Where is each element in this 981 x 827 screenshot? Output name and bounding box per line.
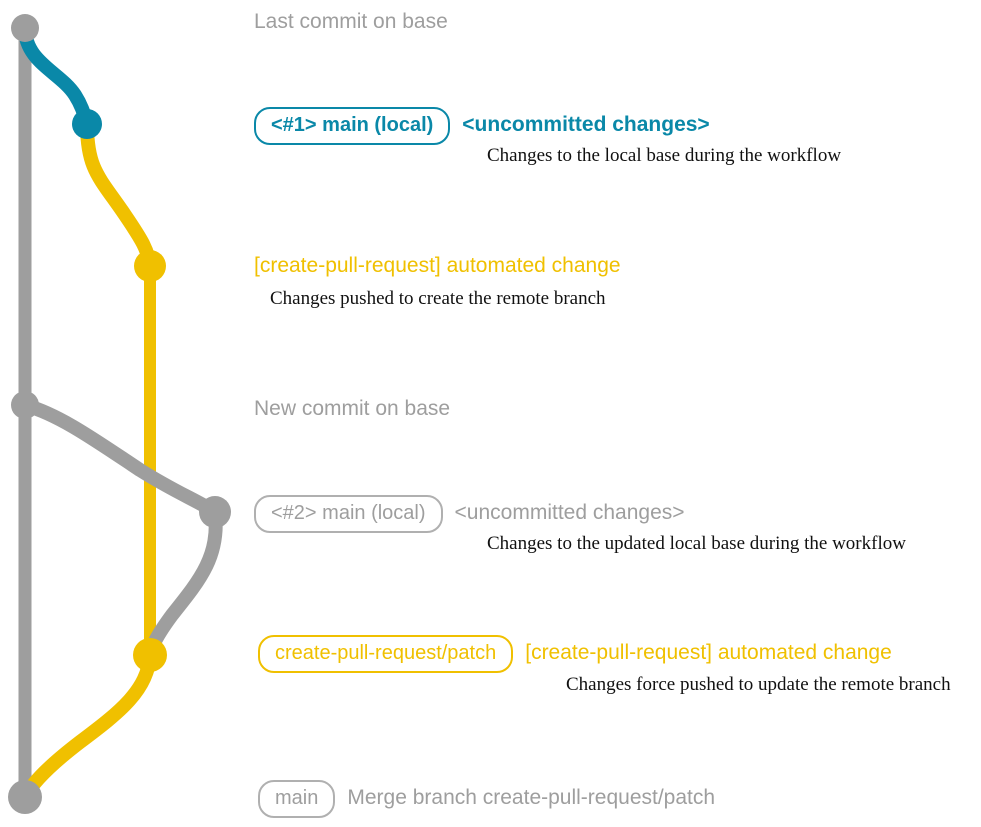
yellow-branch-path-1 [80,117,157,273]
row-merge: main Merge branch create-pull-request/pa… [258,780,715,818]
row-local-2: <#2> main (local) <uncommitted changes> [254,495,685,533]
node-local-1[interactable] [72,109,102,139]
new-commit-heading: New commit on base [254,397,451,420]
gray-branch-path-3 [143,505,223,662]
badge-main-local-1[interactable]: <#1> main (local) [254,107,451,145]
node-base-head[interactable] [11,14,39,42]
node-patch-2[interactable] [133,638,167,672]
sub-local-2: Changes to the updated local base during… [487,533,906,554]
badge-main-local-2[interactable]: <#2> main (local) [254,495,443,533]
sub-automated-2: Changes force pushed to update the remot… [566,674,951,695]
node-local-2[interactable] [199,496,231,528]
node-merge-commit[interactable] [8,780,42,814]
row-local-1: <#1> main (local) <uncommitted changes> [254,107,710,145]
label-uncommitted-changes-2: <uncommitted changes> [454,501,685,524]
row-automated-1: [create-pull-request] automated change [254,253,621,279]
row-automated-2: create-pull-request/patch [create-pull-r… [258,635,892,673]
row-last-commit: Last commit on base [254,9,448,35]
node-base-new[interactable] [11,391,39,419]
label-automated-change-2: [create-pull-request] automated change [525,641,892,664]
node-patch-1[interactable] [134,250,166,282]
last-commit-heading: Last commit on base [254,10,448,33]
teal-branch-path [18,21,94,131]
yellow-merge-path [18,648,157,804]
sub-automated-1: Changes pushed to create the remote bran… [270,288,606,309]
badge-create-pull-request-patch[interactable]: create-pull-request/patch [258,635,514,673]
label-uncommitted-changes-1: <uncommitted changes> [462,113,710,136]
automated-change-heading-1: [create-pull-request] automated change [254,254,621,277]
label-merge-branch: Merge branch create-pull-request/patch [347,786,716,809]
gray-branch-path-2 [18,398,222,519]
badge-main[interactable]: main [258,780,336,818]
row-new-commit: New commit on base [254,396,450,422]
sub-local-1: Changes to the local base during the wor… [487,145,842,166]
